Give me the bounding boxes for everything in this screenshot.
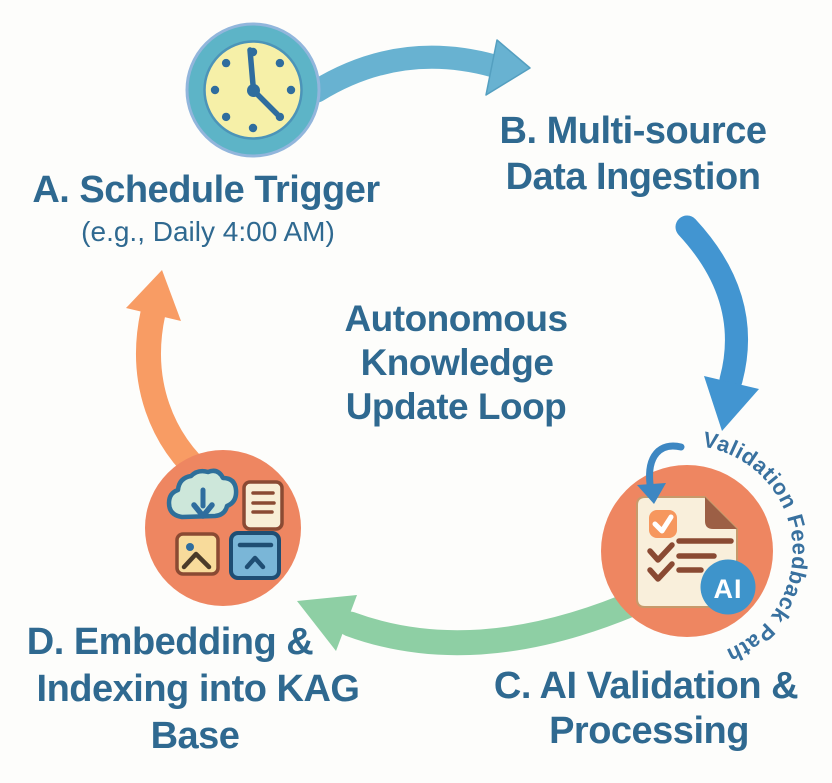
arrow-c-to-d xyxy=(297,584,661,656)
arrowhead xyxy=(126,270,181,321)
stage-d-label-line2: Indexing into KAG xyxy=(36,668,360,710)
ai-badge: AI xyxy=(700,559,756,615)
loop-title-line2: Knowledge xyxy=(360,342,554,383)
arrow-a-to-b xyxy=(305,39,531,103)
stage-c-label-line2: Processing xyxy=(549,710,749,752)
checklist-lines xyxy=(647,538,734,582)
ai-badge-label: AI xyxy=(714,574,743,604)
stage-c-label-line1: C. AI Validation & xyxy=(493,665,799,707)
stage-d-label-line3: Base xyxy=(150,715,240,757)
stage-b-label-line2: Data Ingestion xyxy=(505,156,761,198)
archive-box-icon xyxy=(229,531,281,580)
arrowhead xyxy=(704,376,759,431)
stage-d-label-line1: D. Embedding & xyxy=(26,621,314,663)
stage-d-circle xyxy=(145,450,301,606)
loop-title-line1: Autonomous xyxy=(344,298,568,339)
image-icon xyxy=(175,532,220,576)
loop-title-line3: Update Loop xyxy=(345,386,567,427)
document-icon xyxy=(242,480,284,531)
arrow-b-to-c xyxy=(675,215,759,431)
stage-c-circle: AI xyxy=(601,465,773,637)
stage-b-label-line1: B. Multi-source xyxy=(499,110,767,152)
folded-corner xyxy=(705,497,737,529)
stage-a-label: A. Schedule Trigger xyxy=(32,169,380,211)
arrowhead xyxy=(297,595,357,651)
cloud-download-icon xyxy=(166,468,239,520)
arrowhead xyxy=(637,483,666,504)
arrowhead xyxy=(485,39,531,96)
arrow-d-to-a xyxy=(126,270,219,491)
stage-a-sublabel: (e.g., Daily 4:00 AM) xyxy=(81,216,335,247)
validation-feedback-arrow-icon xyxy=(637,442,685,504)
clock-icon xyxy=(185,22,321,158)
